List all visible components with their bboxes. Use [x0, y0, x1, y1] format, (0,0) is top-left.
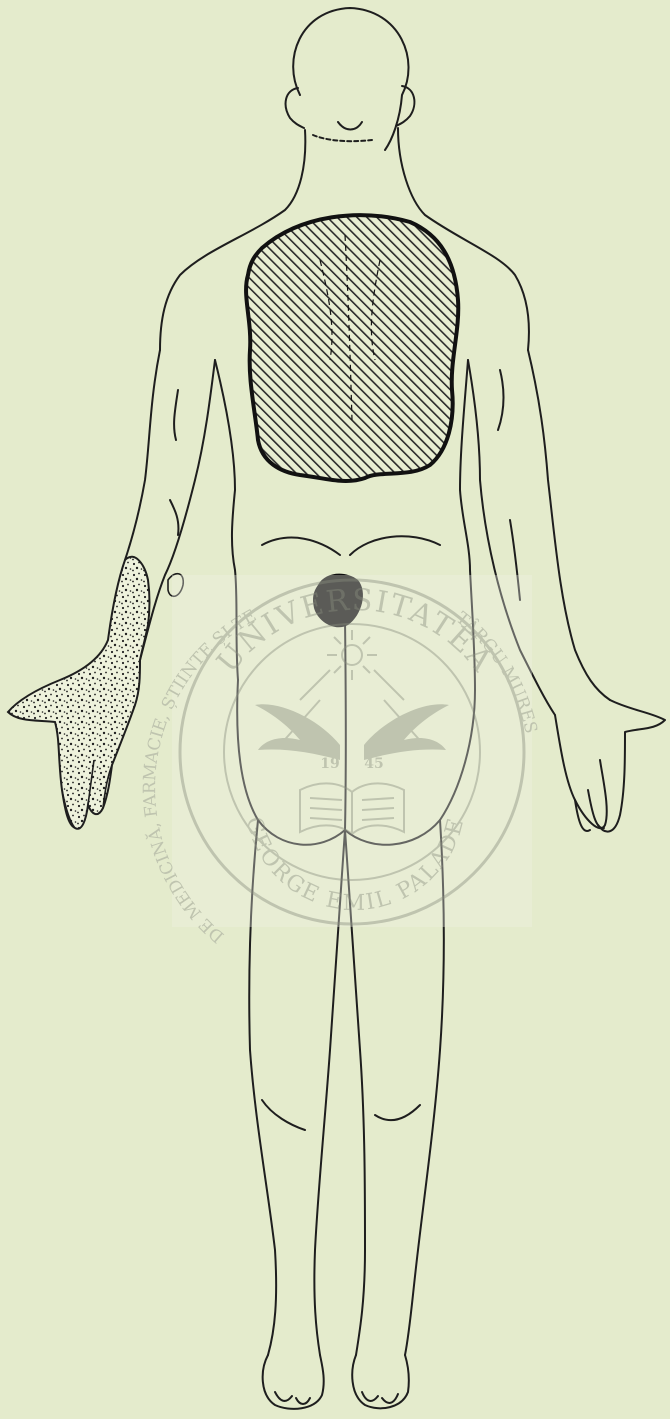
lower-back-right — [350, 536, 440, 555]
watermark-year-left: 19 — [320, 756, 339, 772]
right-fingers — [575, 790, 604, 831]
right-foot — [352, 1355, 409, 1408]
left-arm-detail — [170, 390, 178, 535]
forearm-stippled-region — [8, 557, 150, 829]
watermark-year-right: 45 — [364, 756, 383, 772]
right-arm-detail — [498, 370, 520, 600]
left-foot — [263, 1355, 324, 1409]
hairline — [313, 135, 372, 141]
toes — [275, 1392, 398, 1404]
neck-mark — [338, 122, 362, 130]
right-hand — [555, 700, 665, 832]
left-ear — [286, 88, 304, 128]
right-arm-outer — [528, 350, 610, 700]
left-arm-outer — [125, 350, 160, 560]
lower-back-left — [262, 538, 340, 555]
back-hatched-region — [246, 215, 458, 481]
knee-marks — [262, 1100, 420, 1130]
